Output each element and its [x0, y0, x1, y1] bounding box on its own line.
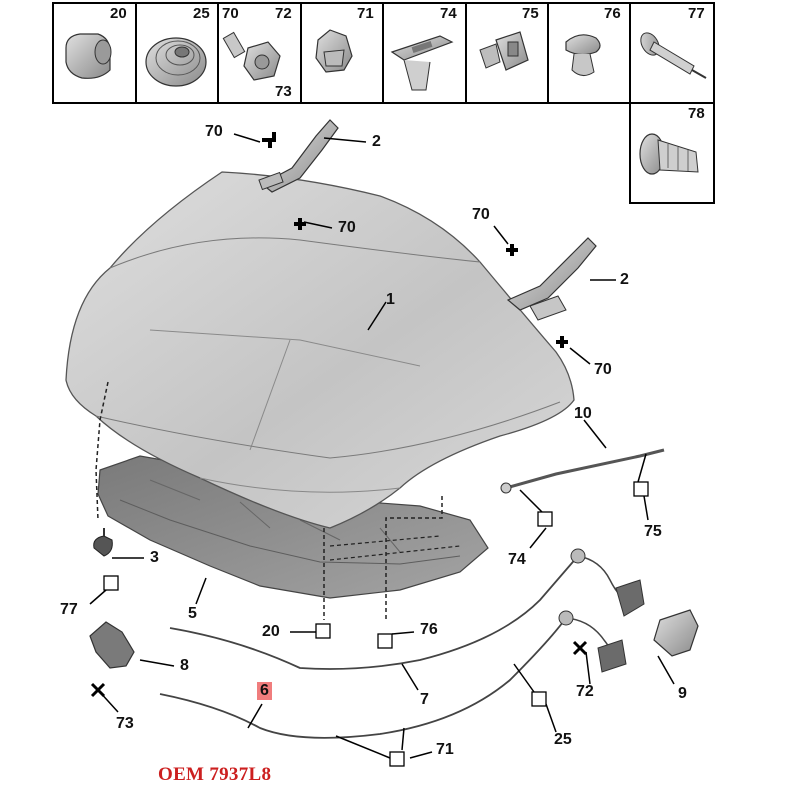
part-76-rivet-icon — [565, 34, 601, 76]
callout-handle: 9 — [678, 685, 687, 702]
callout-stop: 3 — [150, 549, 159, 566]
table-cell-78-label: 78 — [688, 105, 705, 122]
callout-cable-7: 7 — [420, 691, 429, 708]
parts-table — [52, 2, 715, 204]
callout-cable-25: 25 — [554, 731, 572, 748]
leader-lines — [89, 133, 675, 759]
callout-cable-6: 6 — [257, 682, 272, 700]
callout-prop-rod: 10 — [574, 405, 592, 422]
hood-lock — [89, 621, 135, 669]
callout-hood: 1 — [386, 291, 395, 308]
callout-bolt-73: 73 — [116, 715, 134, 732]
part-75-clip-icon — [479, 31, 529, 71]
oem-reference: OEM 7937L8 — [158, 764, 272, 785]
hinge-left — [258, 119, 339, 193]
part-77-rivet-icon — [640, 32, 707, 79]
hood-stop — [93, 535, 113, 557]
table-cell-72-label: 72 — [275, 5, 292, 22]
callout-clip-74: 74 — [508, 551, 526, 568]
table-cell-74-label: 74 — [440, 5, 457, 22]
callout-clip-76: 76 — [420, 621, 438, 638]
callout-clip-71: 71 — [436, 741, 454, 758]
table-cell-71-label: 71 — [357, 5, 374, 22]
table-cell-77-label: 77 — [688, 5, 705, 22]
release-handle — [653, 609, 699, 657]
callout-hinge-left: 2 — [372, 133, 381, 150]
callout-bolt-70-d: 70 — [594, 361, 612, 378]
part-74-clip-icon — [390, 35, 454, 91]
table-cell-20-left-label: 20 — [110, 5, 127, 22]
cross-markers — [90, 640, 588, 698]
callout-hinge-right: 2 — [620, 271, 629, 288]
callout-bolt-70-b: 70 — [338, 219, 356, 236]
table-cell-25-label: 25 — [193, 5, 210, 22]
bolt-markers — [262, 132, 568, 348]
hinge-right — [506, 237, 597, 321]
callout-clip-77: 77 — [60, 601, 78, 618]
table-cell-70-label: 70 — [222, 5, 239, 22]
clip-boxes — [103, 481, 649, 767]
callout-clip-20: 20 — [262, 623, 280, 640]
cable-6 — [159, 617, 567, 739]
callout-bolt-72: 72 — [576, 683, 594, 700]
part-70-72-73-screw-icon — [222, 31, 281, 81]
prop-rod — [505, 448, 665, 490]
callout-bolt-70-a: 70 — [205, 123, 223, 140]
hood-panel — [65, 171, 575, 529]
table-cell-73-label: 73 — [275, 83, 292, 100]
part-78-clip-icon — [639, 133, 699, 175]
cable-7 — [169, 555, 579, 670]
callout-clip-75: 75 — [644, 523, 662, 540]
callout-insulation: 5 — [188, 605, 197, 622]
table-cell-76-label: 76 — [604, 5, 621, 22]
part-71-clip-icon — [315, 29, 353, 73]
part-20-icon — [65, 33, 112, 79]
table-cell-75-label: 75 — [522, 5, 539, 22]
part-25-grommet-icon — [145, 37, 207, 87]
callout-bolt-70-c: 70 — [472, 206, 490, 223]
callout-lock: 8 — [180, 657, 189, 674]
